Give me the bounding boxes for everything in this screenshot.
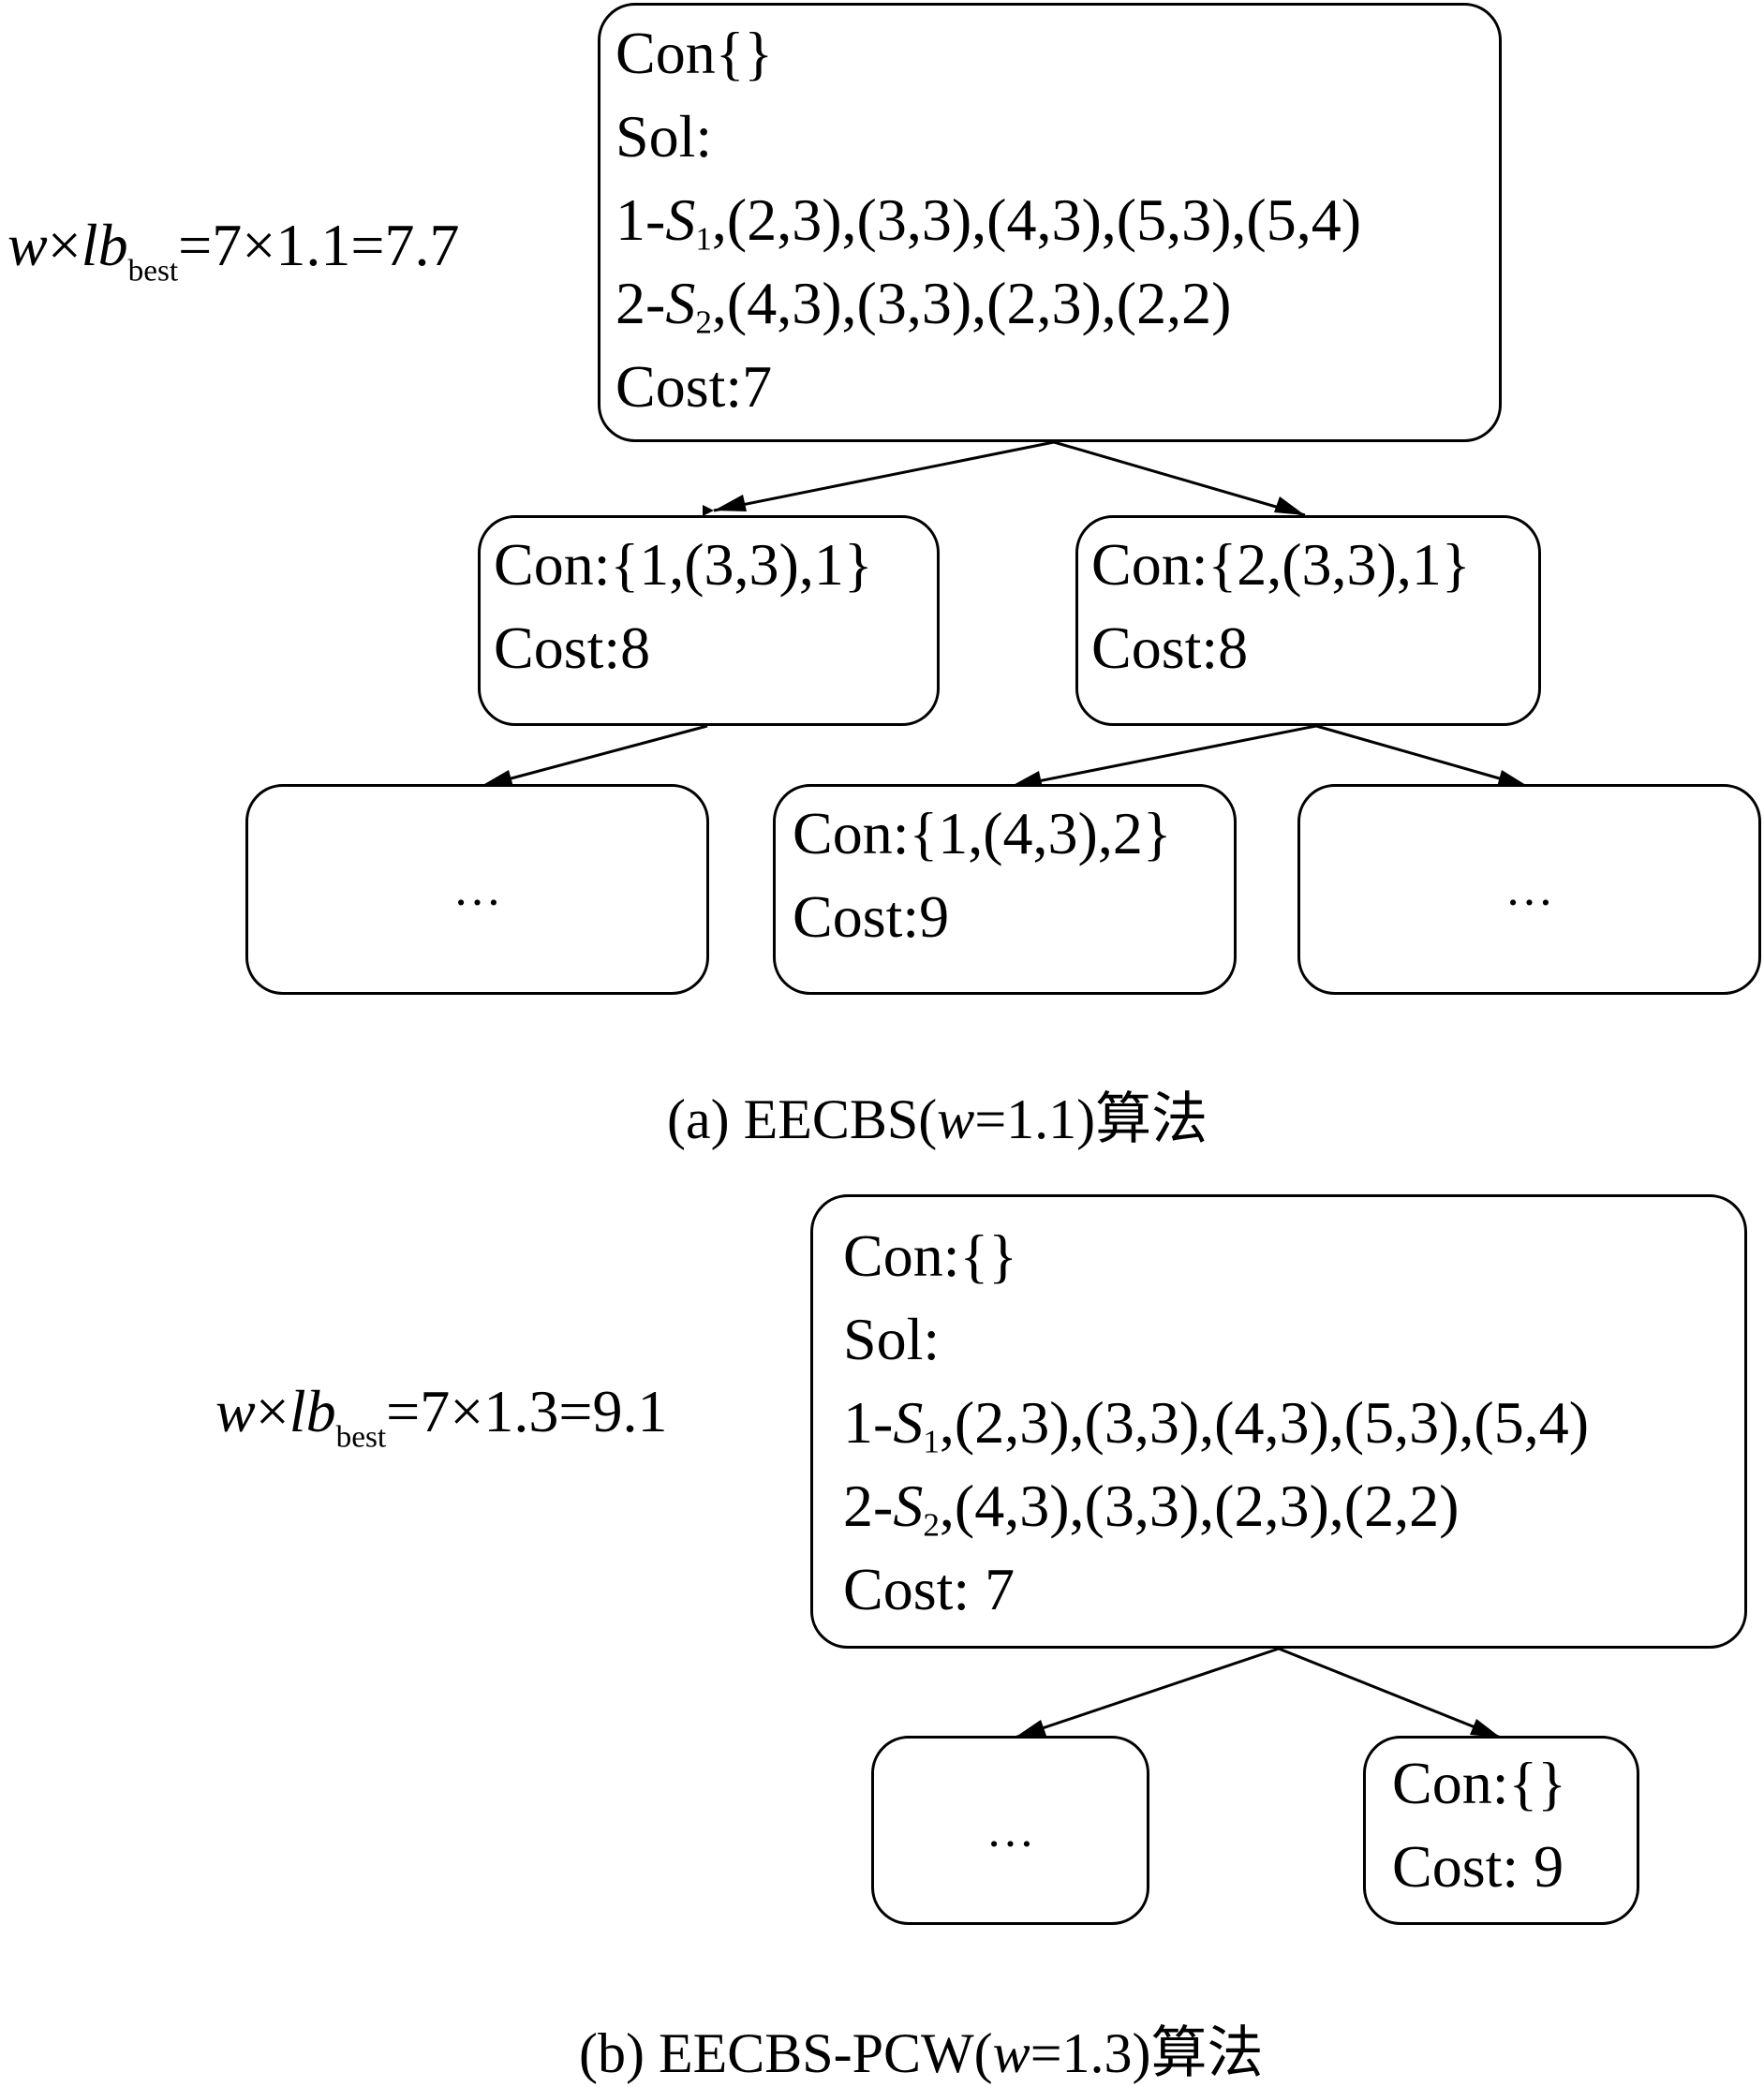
edge-a-right-ellipsis bbox=[1315, 724, 1530, 789]
root-cost: Cost:7 bbox=[615, 353, 773, 420]
path-agent-2: 2-S2,(4,3),(3,3),(2,3),(2,2) bbox=[615, 270, 1232, 341]
path-agent-1: 1-S1,(2,3),(3,3),(4,3),(5,3),(5,4) bbox=[843, 1389, 1590, 1460]
edge-a-right-mid bbox=[1009, 724, 1317, 789]
node-cost: Cost:8 bbox=[1091, 614, 1249, 681]
node-constraint: Con:{1,(3,3),1} bbox=[494, 531, 873, 598]
node-constraint: Con:{1,(4,3),2} bbox=[793, 800, 1172, 866]
ellipsis-node-a-left: … bbox=[245, 784, 709, 995]
mid-child-node-a: Con:{1,(4,3),2} Cost:9 bbox=[773, 784, 1237, 995]
path-agent-2: 2-S2,(4,3),(3,3),(2,3),(2,2) bbox=[843, 1473, 1460, 1544]
root-node-a: Con{} Sol: 1-S1,(2,3),(3,3),(4,3),(5,3),… bbox=[598, 3, 1502, 442]
arrowhead bbox=[1010, 771, 1043, 788]
caption-b: (b) EECBS-PCW(w=1.3)算法 bbox=[579, 2022, 1264, 2084]
arrowhead bbox=[1015, 1720, 1046, 1738]
arrowhead bbox=[1497, 770, 1529, 787]
right-child-node-b: Con:{} Cost: 9 bbox=[1363, 1736, 1639, 1925]
root-constraints: Con:{} bbox=[843, 1222, 1017, 1289]
root-cost: Cost: 7 bbox=[843, 1556, 1015, 1622]
ellipsis-text: … bbox=[986, 1803, 1035, 1858]
bound-formula-b: w×lbbest=7×1.3=9.1 bbox=[215, 1378, 668, 1455]
node-cost: Cost:8 bbox=[494, 614, 651, 681]
root-solution-label: Sol: bbox=[615, 103, 713, 170]
arrowhead bbox=[480, 770, 513, 787]
ellipsis-node-a-right: … bbox=[1297, 784, 1761, 995]
edge-a-left-ellipsis bbox=[479, 724, 708, 789]
node-constraint: Con:{2,(3,3),1} bbox=[1091, 531, 1471, 598]
node-constraint: Con:{} bbox=[1392, 1750, 1566, 1816]
right-child-node-a: Con:{2,(3,3),1} Cost:8 bbox=[1075, 515, 1541, 726]
root-node-b: Con:{} Sol: 1-S1,(2,3),(3,3),(4,3),(5,3)… bbox=[810, 1194, 1747, 1649]
edge-b-root-left bbox=[1014, 1647, 1280, 1739]
caption-a: (a) EECBS(w=1.1)算法 bbox=[667, 1088, 1208, 1150]
path-agent-1: 1-S1,(2,3),(3,3),(4,3),(5,3),(5,4) bbox=[615, 186, 1362, 258]
bound-formula-a: w×lbbest=7×1.1=7.7 bbox=[7, 212, 460, 289]
arrowhead bbox=[714, 495, 747, 511]
arrowhead bbox=[1274, 496, 1305, 515]
edge-b-root-right bbox=[1278, 1647, 1502, 1739]
root-constraints: Con{} bbox=[615, 20, 774, 86]
ellipsis-node-b: … bbox=[871, 1736, 1149, 1925]
ellipsis-text: … bbox=[452, 863, 502, 916]
arrowhead bbox=[1470, 1719, 1501, 1738]
edge-a-root-left bbox=[703, 440, 1055, 516]
left-child-node-a: Con:{1,(3,3),1} Cost:8 bbox=[478, 515, 940, 726]
node-cost: Cost:9 bbox=[793, 883, 950, 950]
root-solution-label: Sol: bbox=[843, 1306, 941, 1372]
node-cost: Cost: 9 bbox=[1392, 1833, 1564, 1900]
edge-a-root-right bbox=[1053, 440, 1306, 517]
ellipsis-text: … bbox=[1505, 863, 1554, 916]
